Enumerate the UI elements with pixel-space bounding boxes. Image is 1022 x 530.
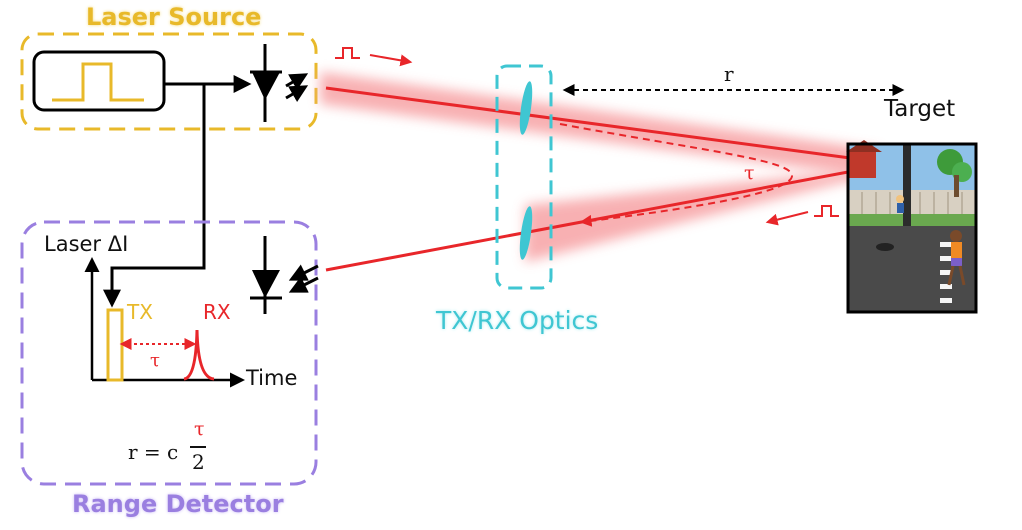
optics-label: TX/RX Optics (436, 306, 599, 335)
target-scene-image (846, 140, 978, 314)
outgoing-pulse-icon (335, 47, 360, 59)
return-beam (325, 164, 881, 272)
plot-ylabel: Laser ΔI (44, 232, 129, 256)
pulse-waveform-icon (52, 62, 144, 102)
laser-diode-icon (250, 44, 309, 122)
delay-label: τ (744, 162, 755, 184)
rx-label: RX (203, 300, 231, 324)
tx-lens (519, 81, 533, 135)
distance-label: r (724, 62, 734, 86)
equation-denominator: 2 (192, 450, 205, 474)
tx-label: TX (127, 300, 153, 324)
plot-delay-label: τ (150, 350, 160, 371)
laser-source-label: Laser Source (86, 3, 262, 31)
pulse-generator-box (32, 50, 166, 112)
equation-lhs: r = c (128, 440, 179, 464)
range-detector-label: Range Detector (72, 490, 284, 518)
equation-numerator: τ (194, 418, 205, 440)
outgoing-direction-arrow (369, 54, 413, 67)
equation-fraction-bar (190, 446, 206, 448)
outgoing-beam (325, 86, 881, 164)
rx-lens (519, 206, 533, 260)
photodiode-icon (250, 236, 319, 314)
return-beam-glow (525, 170, 860, 262)
plot-xlabel: Time (246, 366, 298, 390)
laser-source-box (20, 32, 318, 131)
return-pulse-icon (814, 205, 839, 217)
range-detector-box (20, 220, 318, 486)
timing-plot (84, 257, 245, 388)
target-label: Target (884, 96, 956, 122)
trigger-wire (103, 84, 206, 308)
return-direction-arrow (765, 211, 809, 226)
tx-pulse (106, 308, 124, 382)
rx-pulse (183, 329, 215, 381)
